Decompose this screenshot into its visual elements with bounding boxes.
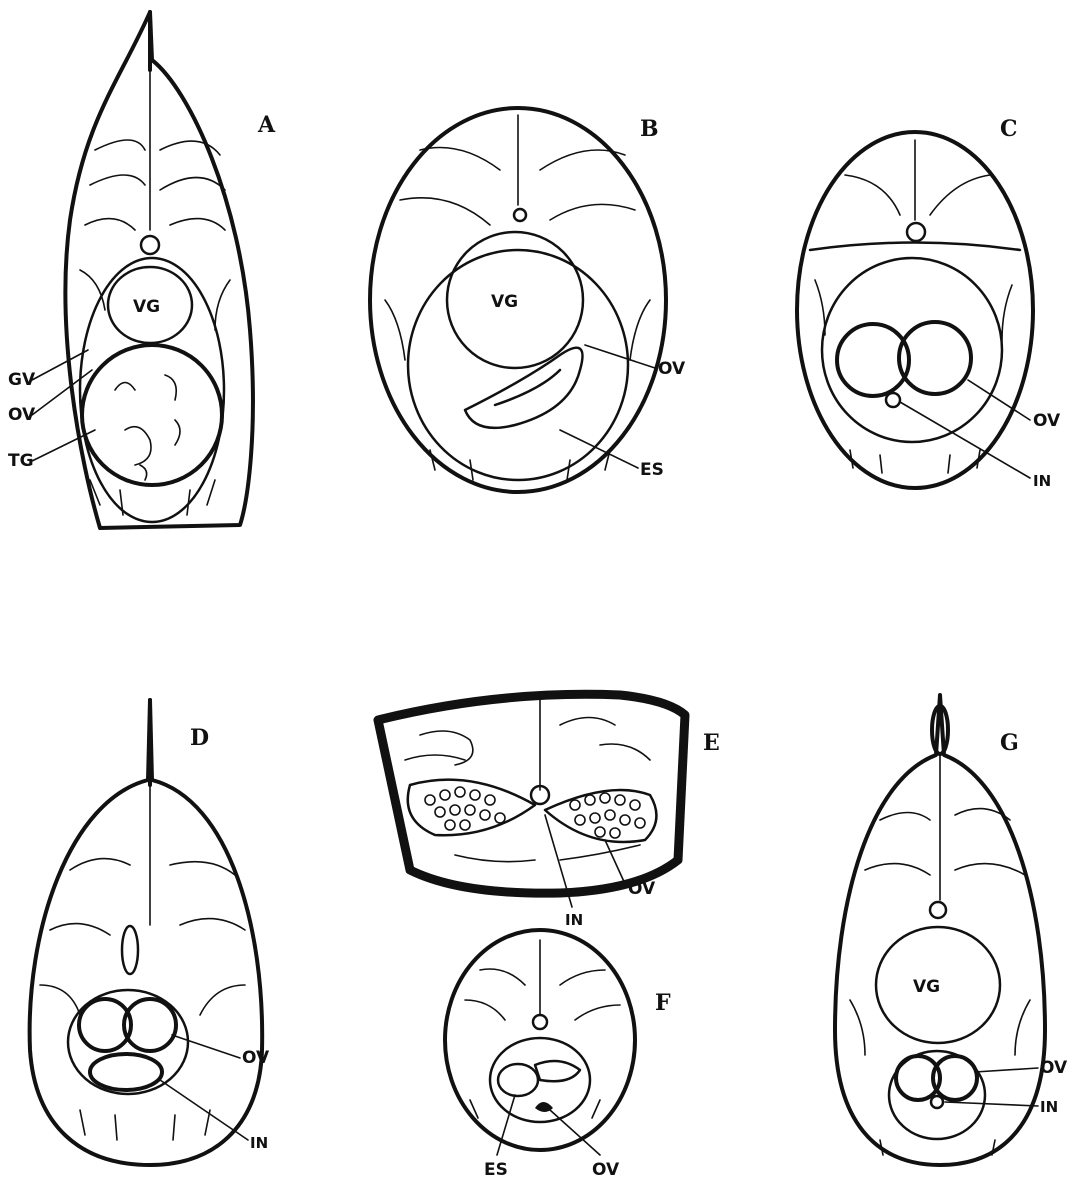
panel-e-letter: E	[703, 730, 720, 756]
panel-g-ov-leader	[975, 1068, 1038, 1072]
panel-b-letter: B	[640, 116, 659, 142]
panel-f-letter: F	[655, 990, 671, 1016]
panel-b: B VG OV ES	[370, 108, 686, 492]
panel-a-letter: A	[257, 112, 276, 138]
panel-g: G VG OV IN	[835, 695, 1068, 1165]
panel-c-intestine	[886, 393, 900, 407]
panel-c-inner-cavity	[822, 258, 1002, 442]
panel-b-vg-label: VG	[491, 292, 518, 312]
panel-a-canal	[141, 236, 159, 254]
panel-d-ov-label: OV	[242, 1048, 270, 1068]
panel-e-ov-label: OV	[628, 879, 656, 899]
panel-f: F ES OV	[445, 930, 671, 1180]
panel-c-septum	[810, 243, 1020, 251]
panel-c-muscle-striae	[815, 175, 1012, 473]
panel-d-letter: D	[190, 725, 209, 751]
panel-d-nerve-cord	[122, 926, 138, 974]
panel-e-ovary-cells	[425, 787, 645, 838]
panel-c-ov-label: OV	[1033, 411, 1061, 431]
panel-b-ov-leader	[585, 345, 655, 368]
panel-f-canal	[533, 1015, 547, 1029]
panel-d-intestine	[90, 1054, 162, 1090]
panel-a-vg-label: VG	[133, 297, 160, 317]
panel-d: D OV IN	[30, 700, 270, 1165]
panel-b-es-label: ES	[640, 460, 664, 480]
panel-c-canal	[907, 223, 925, 241]
panel-f-es-label: ES	[484, 1160, 508, 1180]
panel-g-letter: G	[1000, 730, 1019, 756]
panel-a-tg-label: TG	[8, 451, 34, 471]
panel-f-ov-label: OV	[592, 1160, 620, 1180]
panel-d-in-label: IN	[250, 1134, 268, 1152]
panel-g-in-label: IN	[1040, 1098, 1058, 1116]
panel-e-ov-leader	[605, 840, 626, 886]
panel-c-letter: C	[1000, 116, 1018, 142]
panel-f-gut-fold	[535, 1061, 580, 1081]
panel-e-in-label: IN	[565, 911, 583, 929]
panel-f-muscle-striae	[465, 969, 620, 1118]
panel-g-intestine	[931, 1096, 943, 1108]
panel-b-inner-cavity	[408, 250, 628, 480]
panel-g-ov-label: OV	[1040, 1058, 1068, 1078]
panel-d-ov-leader	[172, 1035, 240, 1058]
panel-a-gonad	[82, 345, 222, 485]
panel-b-canal	[514, 209, 526, 221]
panel-g-in-leader	[945, 1102, 1038, 1106]
panel-e-ovary-left	[408, 780, 535, 836]
panel-g-canal	[930, 902, 946, 918]
panel-b-ov-label: OV	[658, 359, 686, 379]
panel-e: E IN OV	[378, 694, 720, 929]
panel-f-esophagus	[498, 1064, 538, 1096]
panel-d-outline	[30, 700, 263, 1165]
panel-c: C OV IN	[797, 116, 1061, 490]
panel-g-vg-label: VG	[913, 977, 940, 997]
panel-a: A VG GV OV TG	[8, 12, 276, 528]
panel-a-gonad-texture	[115, 375, 180, 480]
panel-c-in-label: IN	[1033, 472, 1051, 490]
